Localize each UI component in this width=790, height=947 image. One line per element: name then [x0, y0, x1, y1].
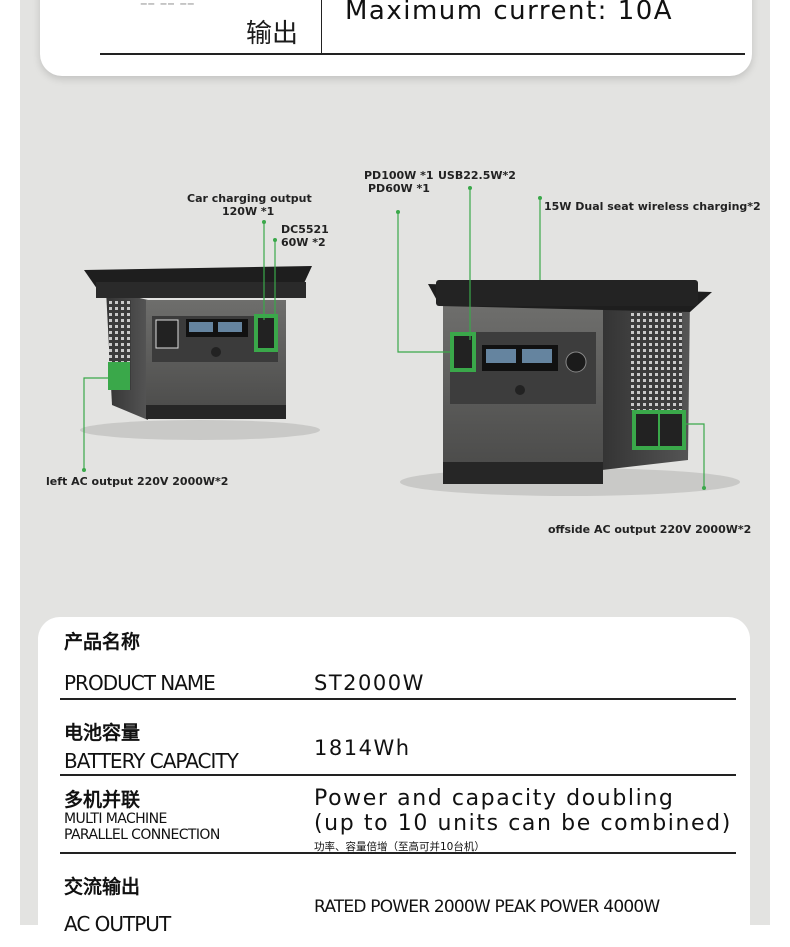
- callout-offside-ac: offside AC output 220V 2000W*2: [548, 523, 752, 536]
- callout-usb: USB22.5W*2: [438, 169, 516, 182]
- spec-label-en-line1: MULTI MACHINE: [64, 811, 167, 827]
- spec-label-en: PRODUCT NAME: [64, 671, 216, 695]
- callout-wireless: 15W Dual seat wireless charging*2: [544, 200, 761, 213]
- callout-left-ac: left AC output 220V 2000W*2: [46, 475, 229, 488]
- cropped-text: –– –– ––: [140, 0, 195, 12]
- spec-value: RATED POWER 2000W PEAK POWER 4000W: [314, 897, 660, 917]
- callout-pd100: PD100W *1: [364, 169, 434, 182]
- spec-label-en: AC OUTPUT: [64, 912, 171, 936]
- spec-value: ST2000W: [314, 671, 425, 695]
- spec-label-cn: 交流输出: [64, 876, 141, 898]
- callout-car-charging: Car charging output: [187, 192, 312, 205]
- output-label-cn: 输出: [246, 19, 299, 49]
- spec-label-cn: 多机并联: [64, 789, 141, 811]
- spec-label-cn: 电池容量: [64, 722, 141, 744]
- spec-divider: [60, 852, 736, 854]
- spec-value-line1: Power and capacity doubling: [314, 786, 675, 811]
- vertical-divider: [321, 0, 322, 53]
- spec-divider: [60, 698, 736, 700]
- spec-note: 功率、容量倍增（至高可并10台机）: [314, 841, 485, 853]
- right-callout-lines: [397, 188, 705, 488]
- spec-table-card: 产品名称 PRODUCT NAME ST2000W 电池容量 BATTERY C…: [38, 617, 750, 947]
- product-illustration: Car charging output 120W *1 DC5521 60W *…: [46, 169, 761, 536]
- spec-label-cn: 产品名称: [64, 631, 141, 653]
- spec-divider: [60, 774, 736, 776]
- callout-dots-left: [82, 220, 277, 472]
- horizontal-divider: [100, 53, 745, 55]
- max-current-value: Maximum current: 10A: [345, 0, 674, 26]
- product-svg: [80, 186, 740, 496]
- spec-value: 1814Wh: [314, 736, 411, 760]
- left-power-station: [80, 266, 320, 440]
- callout-pd60: PD60W *1: [368, 182, 430, 195]
- callout-dc5521: DC5521: [281, 223, 329, 236]
- callout-car-charging-power: 120W *1: [222, 205, 275, 218]
- spec-label-en: BATTERY CAPACITY: [64, 749, 239, 773]
- left-callout-lines: [83, 222, 276, 470]
- callout-dc5521-power: 60W *2: [281, 236, 326, 249]
- output-spec-card: –– –– –– 输出 Maximum current: 10A: [40, 0, 752, 76]
- right-power-station: [400, 280, 740, 496]
- spec-label-en-line2: PARALLEL CONNECTION: [64, 827, 220, 843]
- callout-dots-right: [396, 186, 706, 490]
- spec-value-line2: (up to 10 units can be combined): [314, 811, 732, 836]
